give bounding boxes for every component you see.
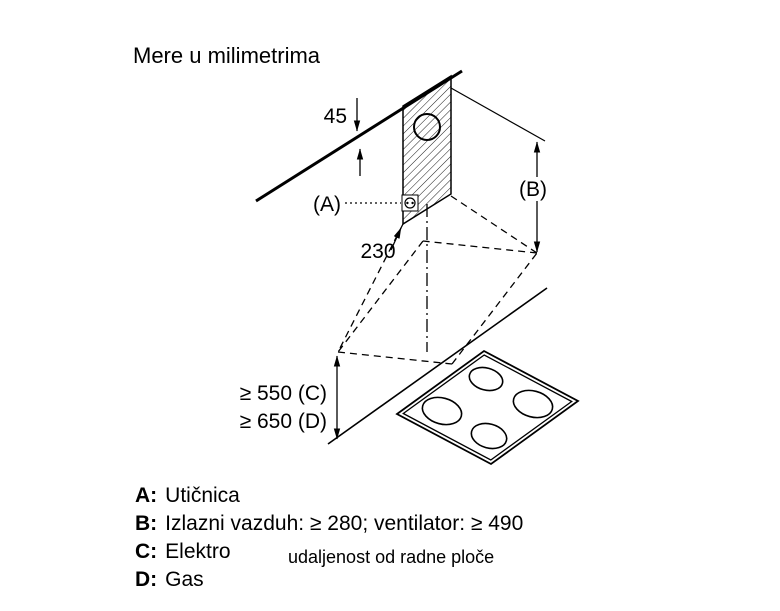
legend-row-a: A: Utičnica <box>135 484 240 507</box>
diagram-title: Mere u milimetrima <box>133 43 321 68</box>
legend-value-a: Utičnica <box>165 484 240 507</box>
legend-row-d: D: Gas <box>135 568 204 591</box>
legend-value-d: Gas <box>165 568 204 591</box>
legend: A: Utičnica B: Izlazni vazduh: ≥ 280; vent… <box>135 484 523 591</box>
b-reference-line <box>450 87 546 142</box>
dim-45-label: 45 <box>324 105 347 128</box>
duct-chimney-hatch <box>402 74 452 226</box>
burner <box>512 389 554 419</box>
legend-row-b: B: Izlazni vazduh: ≥ 280; ventilator: ≥ 4… <box>135 512 523 535</box>
legend-key-b: B: <box>135 512 157 535</box>
socket-icon <box>401 194 419 212</box>
legend-key-d: D: <box>135 568 157 591</box>
legend-row-c: C: Elektro <box>135 540 231 563</box>
legend-value-b: Izlazni vazduh: ≥ 280; ventilator: ≥ 490 <box>165 512 523 535</box>
ceiling-line <box>255 69 463 203</box>
legend-key-a: A: <box>135 484 157 507</box>
hood-outline-dashed <box>337 195 538 365</box>
label-a: (A) <box>313 193 341 216</box>
counter-edge-line <box>327 287 548 445</box>
legend-key-c: C: <box>135 540 157 563</box>
cooktop <box>395 349 580 466</box>
label-b-backdrop <box>511 177 556 201</box>
label-b: (B) <box>519 178 547 201</box>
burner <box>421 396 463 426</box>
dim-c-label: ≥ 550 (C) <box>240 382 327 405</box>
burner <box>468 366 504 392</box>
legend-value-c: Elektro <box>165 540 230 563</box>
duct-outlet-circle <box>413 113 441 141</box>
burner <box>470 422 508 450</box>
legend-note: udaljenost od radne ploče <box>288 547 494 567</box>
dim-230-label: 230 <box>360 240 395 263</box>
dim-d-label: ≥ 650 (D) <box>240 410 327 433</box>
